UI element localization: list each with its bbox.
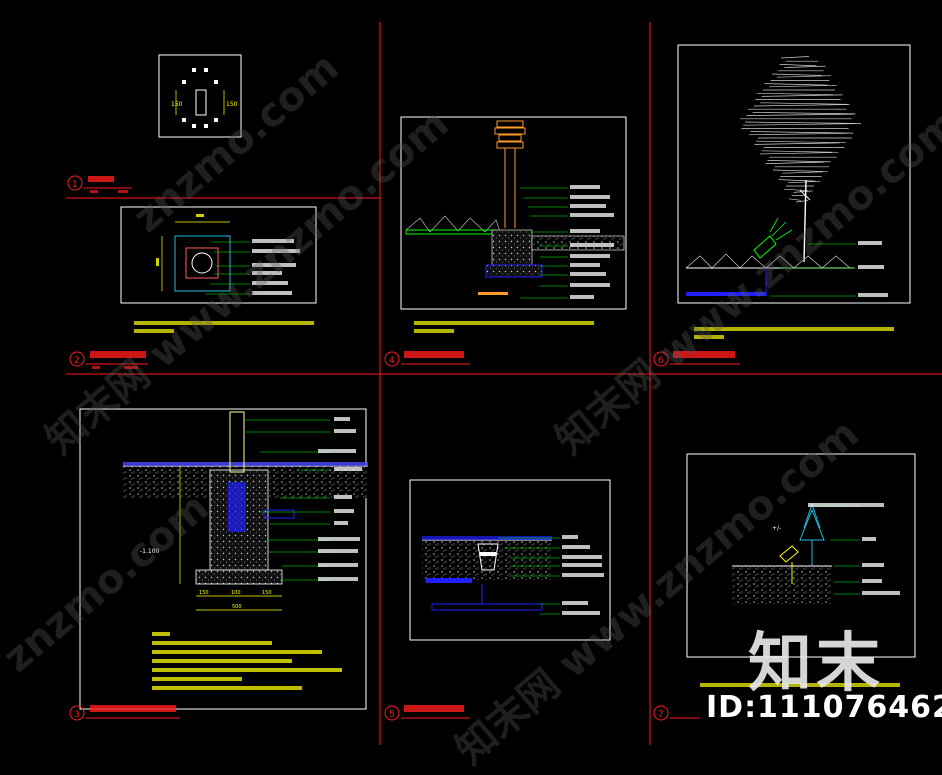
detail-1-number: 1 — [72, 180, 78, 190]
detail-4-section — [400, 116, 627, 333]
detail-5-section — [409, 479, 611, 641]
detail-5-title: 5 — [384, 705, 470, 721]
dim-d3-right: 150 — [262, 590, 272, 596]
detail-6-section — [677, 44, 911, 339]
dim-d3-mid: 100 — [231, 590, 241, 596]
watermark-id: ID:1110764627 — [706, 690, 942, 725]
detail-7-title: 7 — [653, 705, 700, 721]
detail-2-title: 2 — [69, 351, 148, 369]
detail-2-number: 2 — [74, 356, 80, 366]
detail-3-number: 3 — [74, 710, 80, 720]
detail-4-number: 4 — [389, 356, 395, 366]
watermark-brand: 知末 — [748, 627, 884, 701]
dim-d3-level: -1.100 — [140, 548, 160, 555]
detail-3-section: 150 100 150 500 -1.100 — [79, 408, 368, 710]
detail-5-number: 5 — [389, 710, 395, 720]
detail-2-foundation-plan — [120, 206, 317, 333]
detail-3-title: 3 — [69, 705, 180, 721]
detail-1-title: 1 — [67, 175, 132, 193]
detail-1-plan: 150 150 — [158, 54, 242, 138]
detail-4-title: 4 — [384, 351, 470, 367]
detail-7-number: 7 — [658, 710, 664, 720]
dim-d1-right: 150 — [226, 101, 238, 108]
detail-7-section: +/- — [686, 453, 916, 687]
detail-6-title: 6 — [653, 351, 740, 367]
dim-d3-left: 150 — [199, 590, 209, 596]
sheet-frame — [66, 22, 942, 745]
dim-d3-total: 500 — [232, 604, 242, 610]
dim-d1-left: 150 — [171, 101, 183, 108]
cad-detail-sheet: 150 150 1 — [66, 22, 942, 745]
dim-d7-level: +/- — [772, 525, 781, 532]
detail-6-number: 6 — [658, 356, 664, 366]
